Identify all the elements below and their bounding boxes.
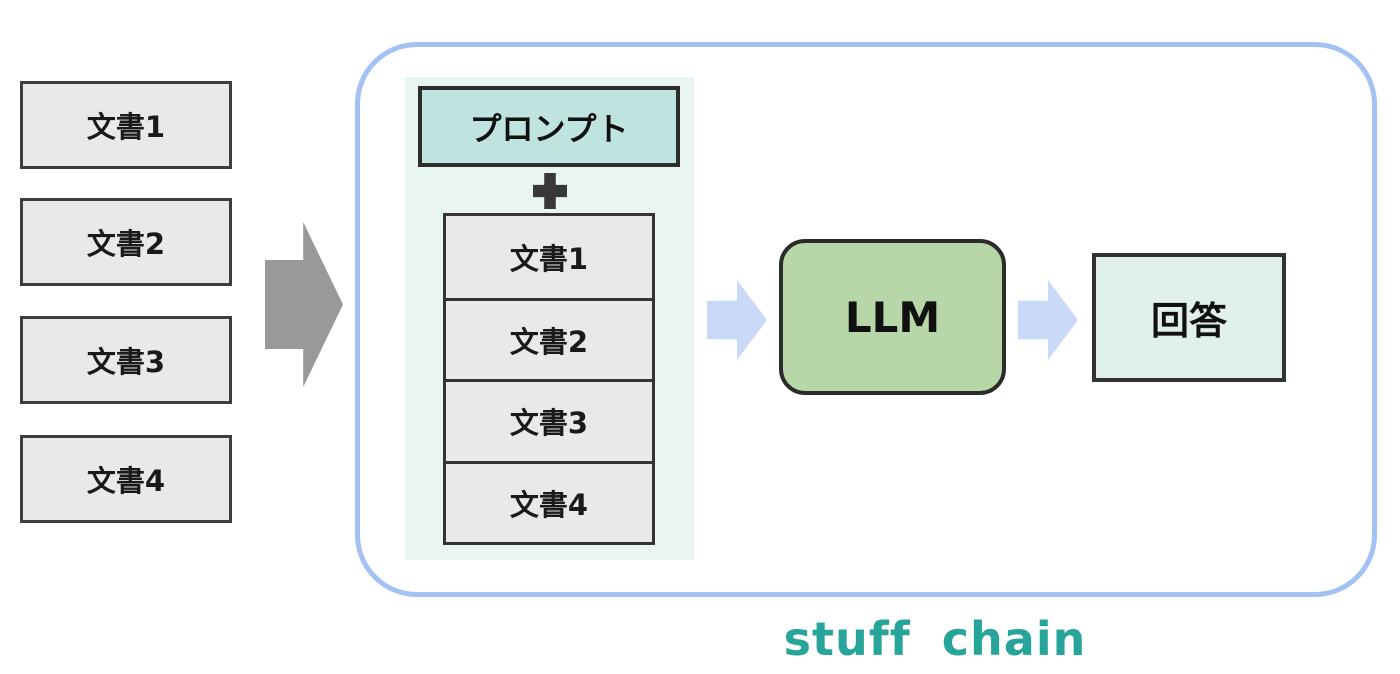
- stacked-document-label: 文書4: [509, 487, 589, 522]
- stacked-document-cell-1: 文書1: [446, 216, 652, 298]
- answer-label: 回答: [1150, 299, 1227, 343]
- llm-label: LLM: [844, 292, 941, 342]
- input-document-box-4: 文書4: [20, 435, 232, 523]
- prompt-box: プロンプト: [418, 86, 680, 167]
- stacked-document-label: 文書1: [509, 241, 589, 276]
- flow-arrow-icon: [265, 222, 343, 387]
- stacked-documents: 文書1 文書2 文書3 文書4: [443, 213, 655, 545]
- input-document-box-1: 文書1: [20, 81, 232, 169]
- stacked-document-cell-3: 文書3: [446, 379, 652, 461]
- input-document-box-2: 文書2: [20, 198, 232, 286]
- stacked-document-cell-2: 文書2: [446, 297, 652, 380]
- input-document-label: 文書1: [86, 110, 166, 144]
- diagram-caption: stuff chain: [783, 612, 1087, 666]
- stacked-document-label: 文書3: [509, 406, 589, 441]
- prompt-label: プロンプト: [469, 109, 629, 148]
- llm-box: LLM: [779, 239, 1006, 395]
- stacked-document-cell-4: 文書4: [446, 460, 652, 543]
- stacked-document-label: 文書2: [509, 324, 589, 359]
- input-document-label: 文書4: [86, 464, 166, 498]
- answer-box: 回答: [1092, 253, 1286, 382]
- input-document-label: 文書3: [86, 345, 166, 379]
- input-document-box-3: 文書3: [20, 316, 232, 404]
- input-document-label: 文書2: [86, 227, 166, 261]
